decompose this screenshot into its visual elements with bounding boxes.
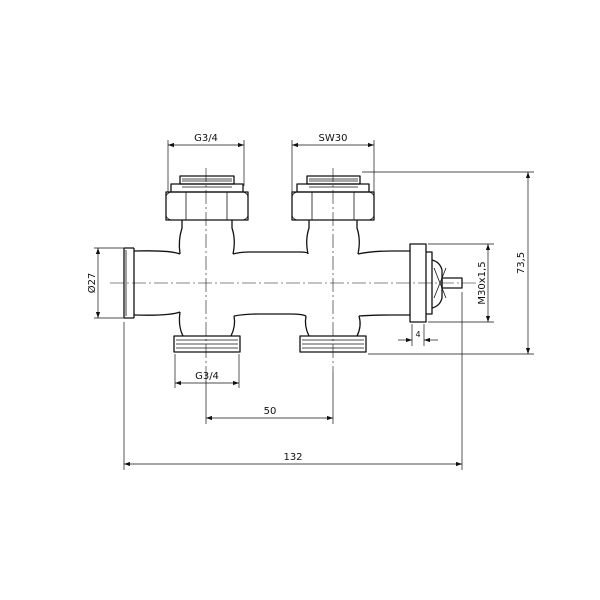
dim-bottom-thread: G3/4 bbox=[174, 354, 240, 388]
body-bottom-right bbox=[358, 314, 410, 317]
dim-port-spacing: 50 bbox=[205, 372, 334, 424]
dim-side-width: 4 bbox=[398, 324, 438, 346]
body-bottom-left bbox=[133, 311, 181, 316]
bottom-right-port bbox=[299, 315, 367, 353]
dim-overall-length: 132 bbox=[123, 292, 463, 470]
spindle bbox=[441, 277, 463, 289]
top-left-port bbox=[165, 175, 249, 255]
body-top-right bbox=[357, 250, 410, 255]
bottom-left-port bbox=[173, 311, 241, 353]
side-cap bbox=[409, 243, 463, 323]
side-cap-flange bbox=[409, 243, 427, 323]
dim-top-left-thread: G3/4 bbox=[167, 133, 245, 192]
side-thread-label: M30x1,5 bbox=[477, 261, 488, 304]
body-bottom-middle bbox=[233, 313, 307, 317]
body-diameter-label: Ø27 bbox=[86, 273, 98, 294]
bottom-thread-label: G3/4 bbox=[195, 371, 219, 382]
body-top-left bbox=[133, 250, 181, 255]
dim-side-thread: M30x1,5 bbox=[428, 243, 494, 323]
side-width-label: 4 bbox=[415, 330, 420, 339]
body-top-middle bbox=[232, 251, 309, 255]
bottom-left-thread bbox=[173, 335, 241, 353]
wrench-size-label: SW30 bbox=[319, 133, 348, 144]
bottom-right-thread bbox=[299, 335, 367, 353]
overall-height-label: 73,5 bbox=[516, 252, 527, 274]
dim-body-diameter: Ø27 bbox=[86, 247, 132, 319]
top-right-port bbox=[291, 175, 375, 255]
dim-top-right-wrench: SW30 bbox=[291, 133, 375, 192]
port-spacing-label: 50 bbox=[264, 406, 277, 417]
overall-length-label: 132 bbox=[283, 452, 302, 463]
dim-overall-height: 73,5 bbox=[362, 171, 534, 355]
center-lines bbox=[110, 168, 478, 372]
top-left-thread bbox=[179, 175, 235, 185]
top-left-thread-label: G3/4 bbox=[194, 133, 218, 144]
top-left-nut bbox=[165, 191, 249, 221]
top-right-thread bbox=[306, 175, 361, 185]
